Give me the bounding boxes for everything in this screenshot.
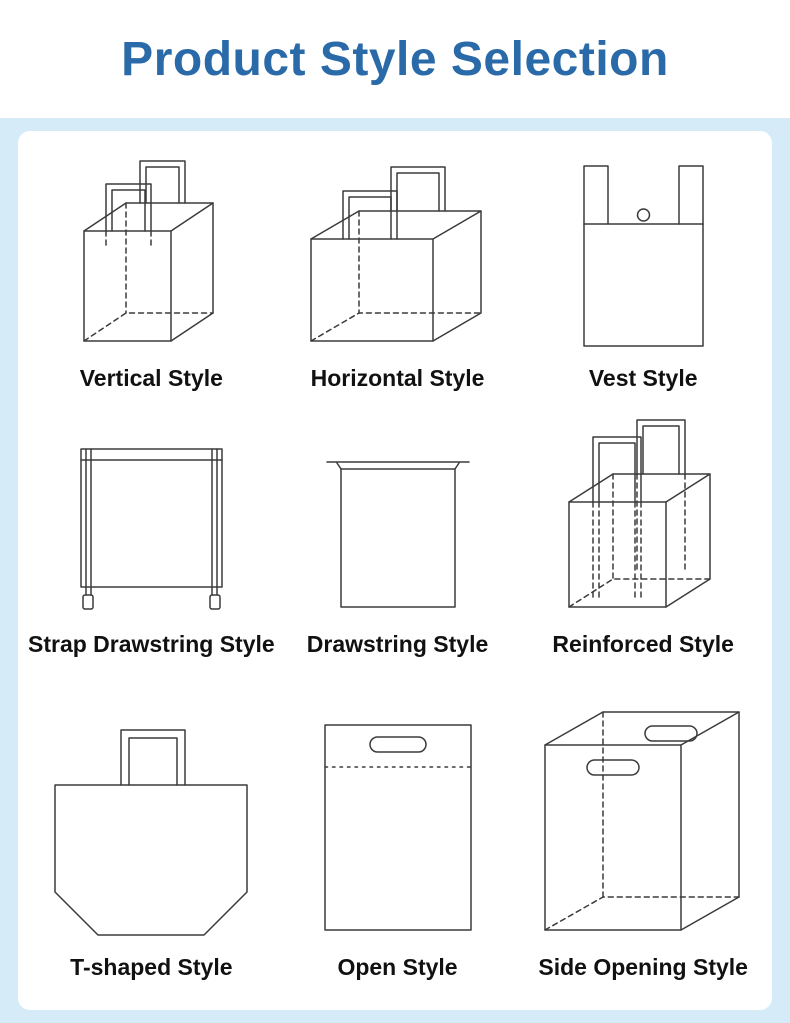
style-label: Horizontal Style <box>310 365 485 391</box>
style-option-vest[interactable]: Vest Style <box>520 131 766 397</box>
style-option-drawstring[interactable]: Drawstring Style <box>275 397 521 663</box>
style-label: Reinforced Style <box>552 631 734 657</box>
header: Product Style Selection <box>0 0 790 118</box>
style-label: Strap Drawstring Style <box>28 631 275 657</box>
style-option-horizontal[interactable]: Horizontal Style <box>275 131 521 397</box>
style-label: Drawstring Style <box>306 631 489 657</box>
t-shaped-bag-icon <box>51 690 251 940</box>
style-option-open[interactable]: Open Style <box>275 663 521 1010</box>
page-title: Product Style Selection <box>121 32 669 86</box>
horizontal-tote-bag-icon <box>305 161 490 351</box>
drawstring-bag-icon <box>323 437 473 617</box>
content-background: Vertical Style <box>0 118 790 1023</box>
strap-drawstring-bag-icon <box>69 427 234 617</box>
style-label: T-shaped Style <box>70 954 233 980</box>
style-option-reinforced[interactable]: Reinforced Style <box>520 397 766 663</box>
open-bag-icon <box>313 715 483 940</box>
style-option-strap-drawstring[interactable]: Strap Drawstring Style <box>28 397 275 663</box>
vest-bag-icon <box>576 156 711 351</box>
style-grid-card: Vertical Style <box>18 131 772 1010</box>
style-option-vertical[interactable]: Vertical Style <box>28 131 275 397</box>
reinforced-bag-icon <box>561 417 726 617</box>
side-opening-bag-icon <box>531 700 756 940</box>
style-grid: Vertical Style <box>28 131 766 1010</box>
style-label: Side Opening Style <box>538 954 748 980</box>
style-label: Open Style <box>337 954 458 980</box>
vertical-tote-bag-icon <box>76 156 226 351</box>
style-label: Vertical Style <box>79 365 223 391</box>
style-option-side-opening[interactable]: Side Opening Style <box>520 663 766 1010</box>
style-label: Vest Style <box>588 365 698 391</box>
style-option-t-shaped[interactable]: T-shaped Style <box>28 663 275 1010</box>
